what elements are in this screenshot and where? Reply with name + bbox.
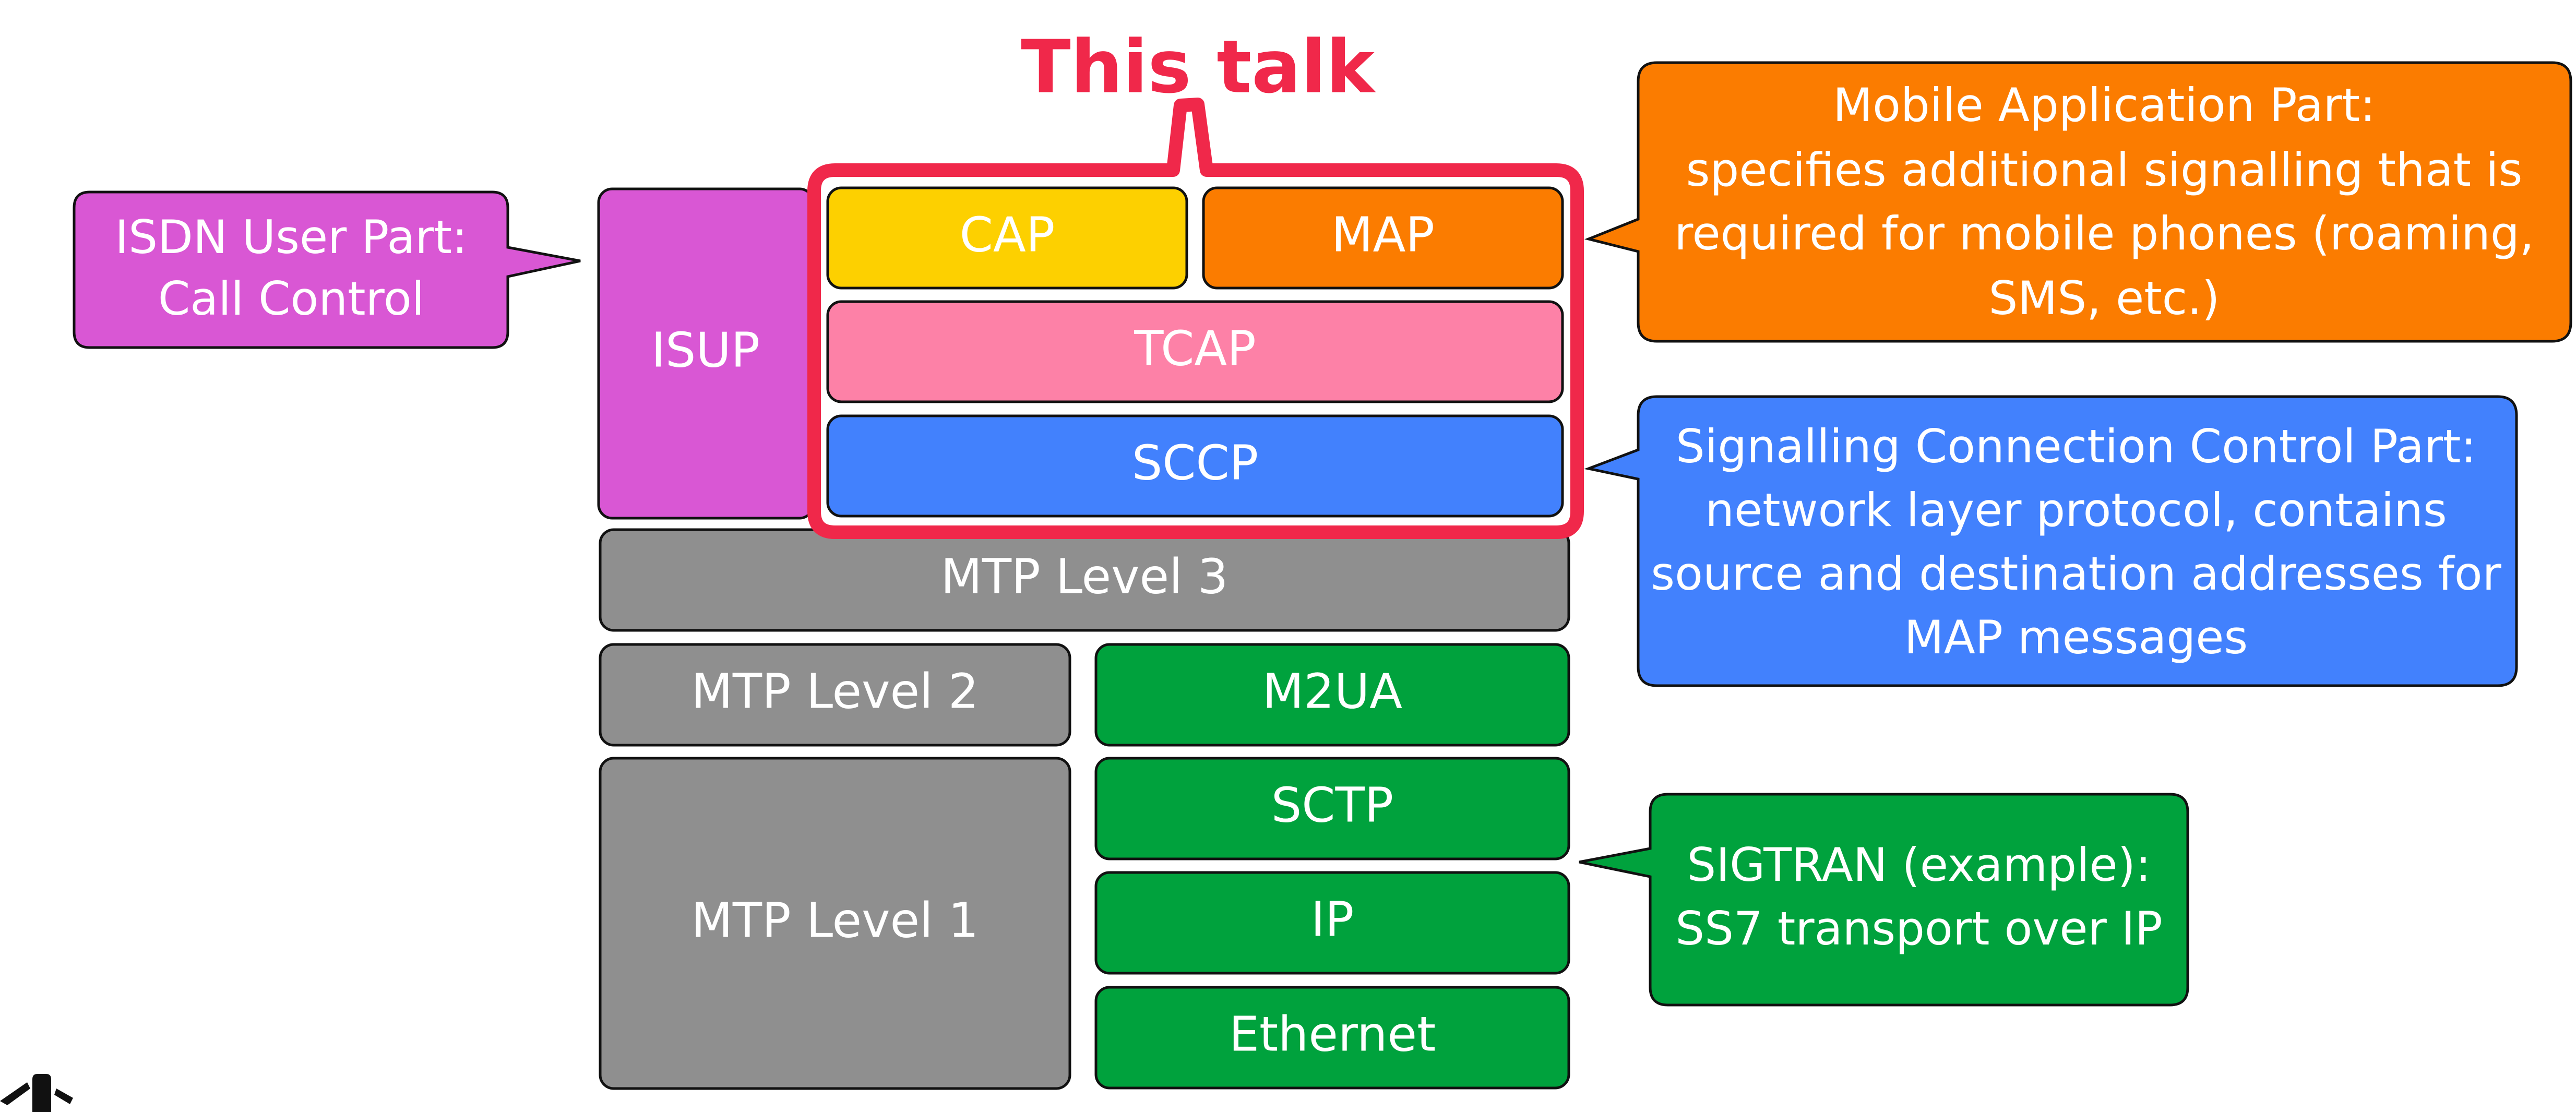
isup-callout-line-2: Call Control [158,272,424,326]
m2ua-layer: M2UA [1094,643,1570,747]
logo-icon [0,1074,73,1112]
ethernet-layer: Ethernet [1094,986,1570,1090]
isup-layer: ISUP [597,187,815,520]
mtp3-layer: MTP Level 3 [599,528,1570,632]
sigtran-callout-line-2: SS7 transport over IP [1675,902,2163,955]
cap-layer: CAP [826,186,1188,290]
sccp-box [826,414,1564,518]
isup-callout: ISDN User Part: Call Control [73,190,581,349]
mtp2-box [599,643,1071,747]
sigtran-callout-line-1: SIGTRAN (example): [1687,838,2151,892]
isup-callout-line-1: ISDN User Part: [115,210,467,264]
isup-callout-bubble [73,190,581,349]
tcap-label: TCAP [1134,320,1256,376]
map-callout: Mobile Application Part: specifies addit… [1584,61,2572,343]
isup-label: ISUP [651,322,760,378]
mtp1-layer: MTP Level 1 [599,757,1071,1090]
sccp-layer: SCCP [826,414,1564,518]
mtp2-layer: MTP Level 2 [599,643,1071,747]
sigtran-callout-bubble [1579,793,2189,1007]
this-talk-title: This talk [1021,25,1376,110]
sccp-callout: Signalling Connection Control Part: netw… [1584,395,2518,687]
m2ua-box [1094,643,1570,747]
sigtran-callout: SIGTRAN (example): SS7 transport over IP [1579,793,2189,1007]
ethernet-box [1094,986,1570,1090]
map-layer: MAP [1202,186,1564,290]
map-callout-line-1: Mobile Application Part: [1833,78,2376,132]
cap-label: CAP [960,207,1055,262]
sccp-callout-line-3: source and destination addresses for [1651,547,2501,601]
map-label: MAP [1331,207,1435,262]
sccp-callout-line-1: Signalling Connection Control Part: [1676,420,2476,473]
tcap-layer: TCAP [826,300,1564,403]
mtp2-label: MTP Level 2 [691,663,979,719]
sctp-box [1094,757,1570,860]
mtp1-box [599,757,1071,1090]
sccp-callout-line-4: MAP messages [1904,611,2248,664]
sccp-callout-bubble [1584,395,2518,687]
sctp-label: SCTP [1271,777,1393,833]
sccp-label: SCCP [1132,435,1258,491]
ip-box [1094,871,1570,975]
map-box [1202,186,1564,290]
tcap-box [826,300,1564,403]
map-callout-line-3: required for mobile phones (roaming, [1674,207,2534,260]
sctp-layer: SCTP [1094,757,1570,860]
sccp-callout-line-2: network layer protocol, contains [1705,483,2447,537]
m2ua-label: M2UA [1262,663,1402,719]
mtp1-label: MTP Level 1 [691,892,979,948]
ip-label: IP [1311,891,1354,947]
ethernet-label: Ethernet [1229,1006,1436,1062]
this-talk-frame [807,98,1584,539]
mtp3-label: MTP Level 3 [941,548,1229,604]
map-callout-line-4: SMS, etc.) [1989,271,2220,325]
map-callout-bubble [1584,61,2572,343]
cap-box [826,186,1188,290]
map-callout-line-2: specifies additional signalling that is [1686,143,2523,197]
ip-layer: IP [1094,871,1570,975]
